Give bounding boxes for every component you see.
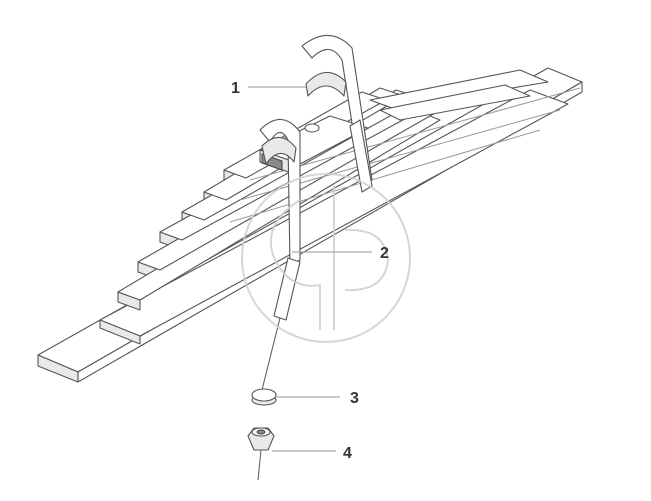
callout-1-label: 1	[231, 80, 240, 97]
leaf-spring	[37, 67, 583, 383]
watermark-logo	[241, 173, 411, 343]
callout-2-label: 2	[380, 245, 389, 262]
callout-4-label: 4	[343, 445, 352, 462]
callout-3-label: 3	[350, 390, 359, 407]
washer	[251, 388, 277, 406]
leader-lines	[248, 86, 372, 452]
stud	[261, 257, 301, 391]
nut	[247, 427, 275, 481]
